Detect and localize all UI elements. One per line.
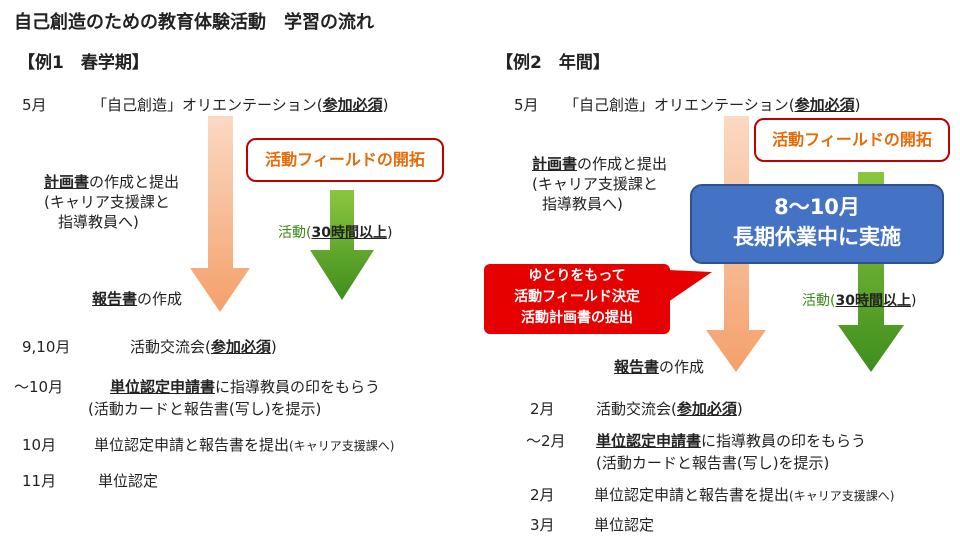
ex2-report-bold: 報告書	[614, 358, 660, 376]
ex1-exchange-close: )	[270, 338, 277, 356]
ex2-activity-label: 活動(30時間以上)	[802, 290, 916, 310]
ex1-activity-close: )	[386, 225, 393, 241]
ex2-credit-text: 単位認定	[594, 516, 655, 534]
ex1-required: 参加必須	[322, 96, 383, 114]
ex1-activity-hours: 30時間以上	[311, 225, 387, 241]
ex2-plan-line1: 計画書の作成と提出	[532, 154, 667, 174]
ex1-orientation-month: 5月	[22, 96, 47, 114]
ex1-apply-month: ～10月	[14, 378, 64, 396]
ex1-plan-line2: (キャリア支援課と	[44, 193, 170, 211]
ex2-report: 報告書の作成	[614, 356, 704, 377]
ex1-exchange-text: 活動交流会(	[130, 338, 211, 356]
ex2-orientation-text: 「自己創造」オリエンテーション(	[564, 96, 795, 114]
ex2-exchange-month: 2月	[530, 400, 555, 418]
ex1-exchange-month: 9,10月	[22, 338, 71, 356]
green-arrow-ex2	[838, 172, 904, 372]
ex2-red-line2: 活動フィールド決定	[514, 289, 640, 305]
ex2-blue-period-box: 8～10月 長期休業中に実施	[690, 184, 944, 264]
example2-heading: 【例2 年間】	[496, 53, 610, 73]
ex1-report-bold: 報告書	[92, 290, 138, 308]
ex2-apply-line2: (活動カードと報告書(写し)を提示)	[596, 454, 830, 472]
ex2-apply-row: 単位認定申請書に指導教員の印をもらう	[596, 430, 866, 451]
ex2-exchange-text: 活動交流会(	[596, 400, 677, 418]
ex2-plan-rest: の作成と提出	[577, 155, 668, 173]
ex1-field-box: 活動フィールドの開拓	[246, 138, 444, 182]
ex2-required: 参加必須	[794, 96, 855, 114]
ex1-report: 報告書の作成	[92, 288, 182, 309]
ex1-plan-line3: 指導教員へ)	[58, 213, 139, 231]
ex1-submit-month: 10月	[22, 436, 57, 454]
ex2-close-paren: )	[854, 96, 861, 114]
ex2-red-callout: ゆとりをもって 活動フィールド決定 活動計画書の提出	[484, 264, 670, 334]
ex1-plan-line1: 計画書の作成と提出	[44, 172, 179, 192]
ex2-blue-line2: 長期休業中に実施	[733, 225, 901, 249]
ex1-credit-text: 単位認定	[98, 472, 159, 490]
ex2-red-line1: ゆとりをもって	[528, 268, 626, 284]
ex2-submit-text: 単位認定申請と報告書を提出	[594, 486, 790, 504]
ex1-submit-row: 単位認定申請と報告書を提出(キャリア支援課へ)	[94, 434, 394, 455]
page-title: 自己創造のための教育体験活動 学習の流れ	[14, 12, 374, 33]
ex2-orientation-row: 「自己創造」オリエンテーション(参加必須)	[564, 94, 860, 115]
ex2-plan-block: 計画書の作成と提出 (キャリア支援課と 指導教員へ)	[532, 154, 667, 214]
ex1-report-rest: の作成	[137, 290, 183, 308]
ex2-submit-small: (キャリア支援課へ)	[789, 489, 895, 503]
orange-arrow-ex1	[190, 116, 250, 312]
ex1-exchange-required: 参加必須	[210, 338, 271, 356]
ex2-exchange-row: 活動交流会(参加必須)	[596, 398, 743, 419]
red-callout-pointer	[668, 270, 712, 302]
ex1-orientation-text: 「自己創造」オリエンテーション(	[92, 96, 323, 114]
ex2-plan-bold: 計画書	[532, 155, 578, 173]
ex1-apply-rest: に指導教員の印をもらう	[215, 378, 381, 396]
ex2-activity-close: )	[910, 293, 917, 309]
ex1-plan-block: 計画書の作成と提出 (キャリア支援課と 指導教員へ)	[44, 172, 179, 232]
ex2-exchange-close: )	[736, 400, 743, 418]
ex1-activity-label: 活動(30時間以上)	[278, 222, 392, 242]
ex1-apply-bold: 単位認定申請書	[110, 378, 216, 396]
ex1-submit-small: (キャリア支援課へ)	[289, 439, 395, 453]
ex2-apply-month: ～2月	[526, 432, 566, 450]
green-arrow-ex1	[310, 190, 374, 300]
ex1-plan-rest: の作成と提出	[89, 173, 180, 191]
example1-heading: 【例1 春学期】	[18, 53, 149, 73]
ex1-apply-row: 単位認定申請書に指導教員の印をもらう	[110, 376, 380, 397]
ex2-exchange-required: 参加必須	[676, 400, 737, 418]
ex1-close-paren: )	[382, 96, 389, 114]
ex2-blue-line1: 8～10月	[774, 195, 860, 219]
ex2-activity-open: 活動(	[802, 293, 836, 309]
ex2-plan-line2: (キャリア支援課と	[532, 175, 658, 193]
ex2-orientation-month: 5月	[514, 96, 539, 114]
ex2-apply-rest: に指導教員の印をもらう	[701, 432, 867, 450]
ex1-apply-line2: (活動カードと報告書(写し)を提示)	[88, 400, 322, 418]
ex1-credit-month: 11月	[22, 472, 57, 490]
ex1-plan-bold: 計画書	[44, 173, 90, 191]
ex2-submit-month: 2月	[530, 486, 555, 504]
ex1-submit-text: 単位認定申請と報告書を提出	[94, 436, 290, 454]
ex1-exchange-row: 活動交流会(参加必須)	[130, 336, 277, 357]
ex2-activity-hours: 30時間以上	[835, 293, 911, 309]
ex2-plan-line3: 指導教員へ)	[542, 195, 623, 213]
ex2-credit-month: 3月	[530, 516, 555, 534]
ex1-orientation-row: 「自己創造」オリエンテーション(参加必須)	[92, 94, 388, 115]
ex2-field-box: 活動フィールドの開拓	[754, 118, 950, 162]
ex2-apply-bold: 単位認定申請書	[596, 432, 702, 450]
ex2-report-rest: の作成	[659, 358, 705, 376]
ex2-submit-row: 単位認定申請と報告書を提出(キャリア支援課へ)	[594, 484, 894, 505]
ex1-activity-open: 活動(	[278, 225, 312, 241]
ex2-red-line3: 活動計画書の提出	[521, 310, 633, 326]
